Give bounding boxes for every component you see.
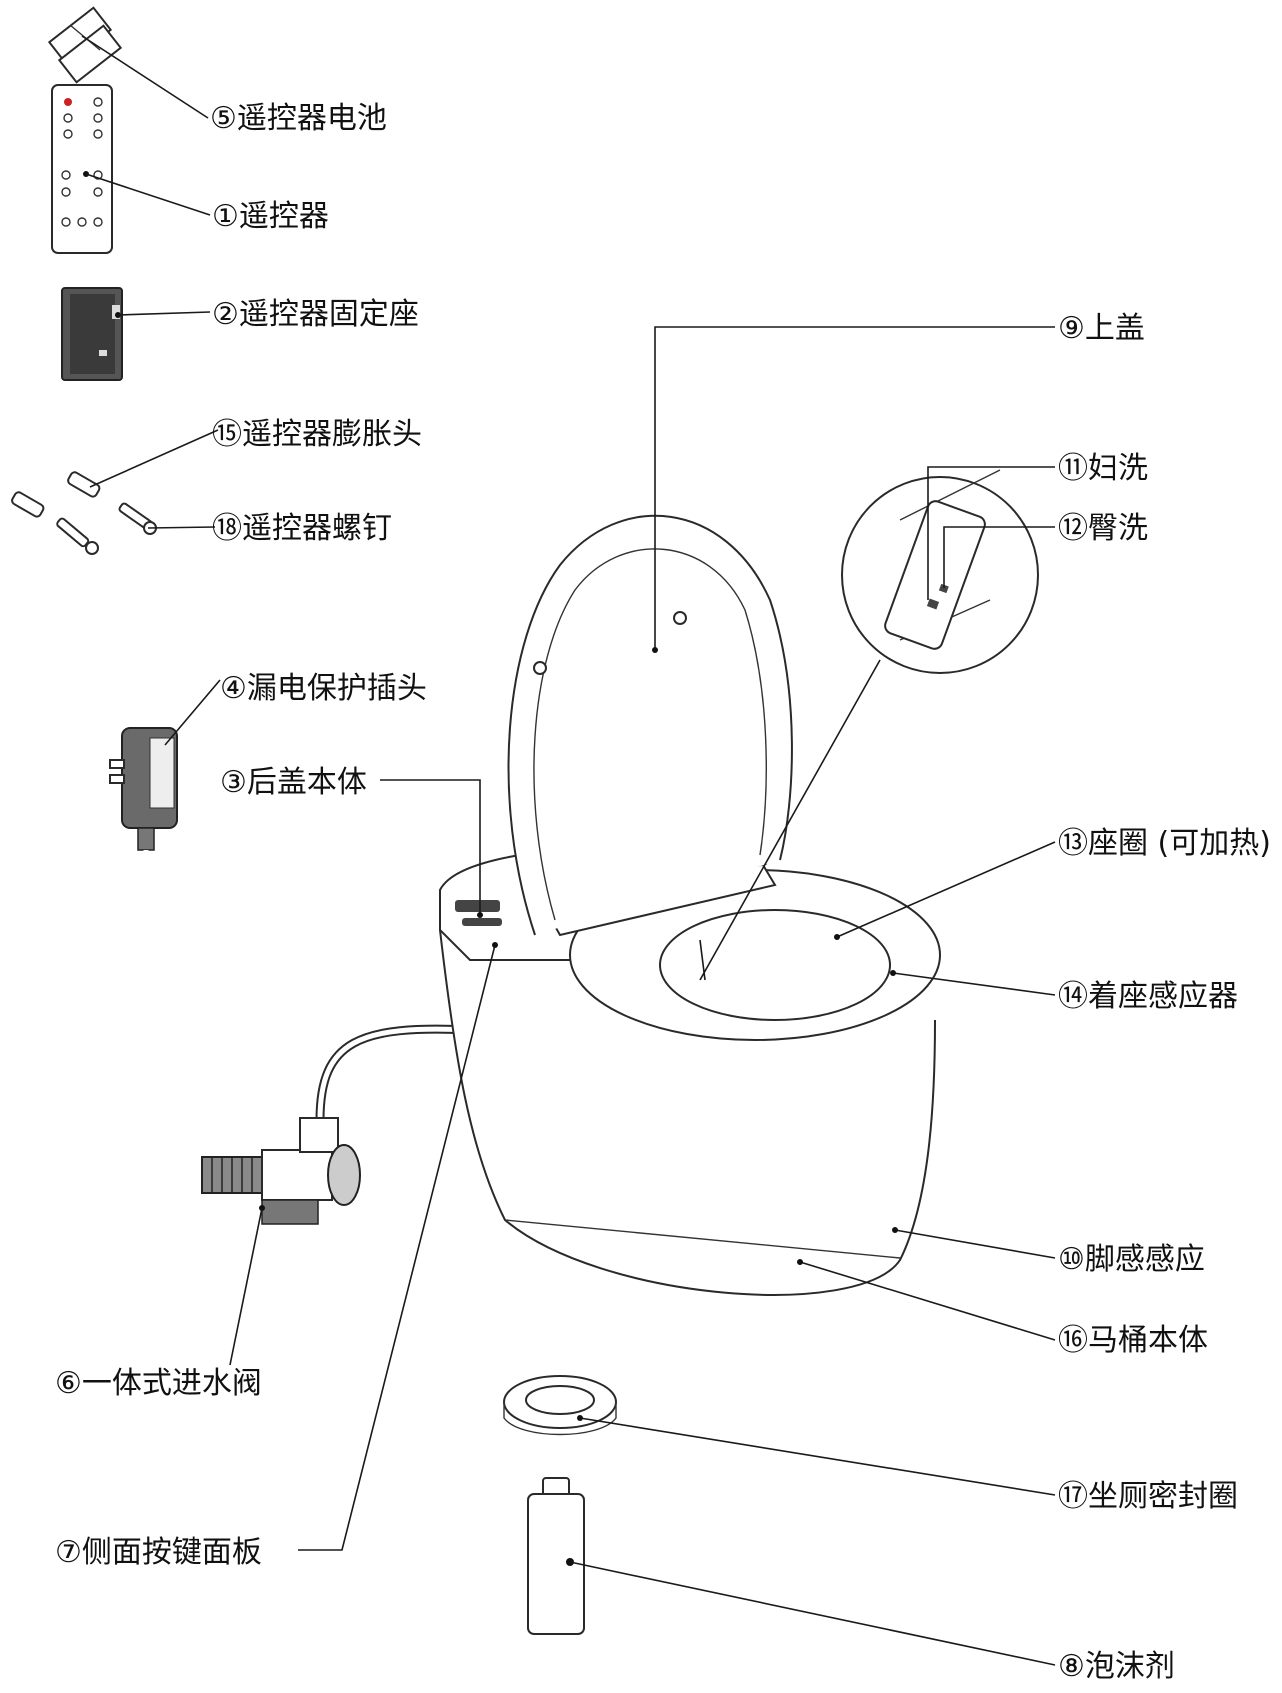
label-rear-wash: ⑫臀洗 xyxy=(1058,511,1148,546)
label-top-lid: ⑨上盖 xyxy=(1058,311,1145,346)
label-foot-sensor: ⑩脚感感应 xyxy=(1058,1242,1205,1277)
leakage-plug-illustration xyxy=(109,727,449,992)
toilet-illustration xyxy=(439,514,941,1296)
label-heated-seat: ⑬座圈 (可加热) xyxy=(1058,826,1271,861)
label-seal-ring: ⑰坐厕密封圈 xyxy=(1058,1479,1238,1514)
remote-battery-illustration xyxy=(47,6,123,84)
nozzle-detail-illustration xyxy=(841,469,1039,674)
label-inlet-valve: ⑥一体式进水阀 xyxy=(55,1366,262,1401)
label-foam-agent: ⑧泡沫剂 xyxy=(1058,1649,1175,1684)
label-side-button-panel: ⑦侧面按键面板 xyxy=(55,1535,262,1570)
label-feminine-wash: ⑪妇洗 xyxy=(1058,451,1148,486)
foam-bottle-illustration xyxy=(527,1477,585,1635)
label-remote-holder: ②遥控器固定座 xyxy=(212,297,419,332)
label-remote-battery: ⑤遥控器电池 xyxy=(210,101,387,136)
label-remote-screw: ⑱遥控器螺钉 xyxy=(212,511,392,546)
label-leakage-plug: ④漏电保护插头 xyxy=(220,671,427,706)
label-remote-control: ①遥控器 xyxy=(212,199,329,234)
leader-lines xyxy=(81,35,1056,1666)
label-toilet-body: ⑯马桶本体 xyxy=(1058,1323,1208,1358)
label-remote-anchor: ⑮遥控器膨胀头 xyxy=(212,417,422,452)
label-rear-cover: ③后盖本体 xyxy=(220,765,367,800)
anchors-and-screws-illustration xyxy=(11,471,157,555)
remote-holder-illustration xyxy=(61,287,123,381)
label-seat-sensor: ⑭着座感应器 xyxy=(1058,979,1238,1014)
inlet-valve-illustration xyxy=(201,1024,471,1225)
seal-ring-illustration xyxy=(503,1375,617,1436)
remote-control-illustration xyxy=(51,84,113,254)
